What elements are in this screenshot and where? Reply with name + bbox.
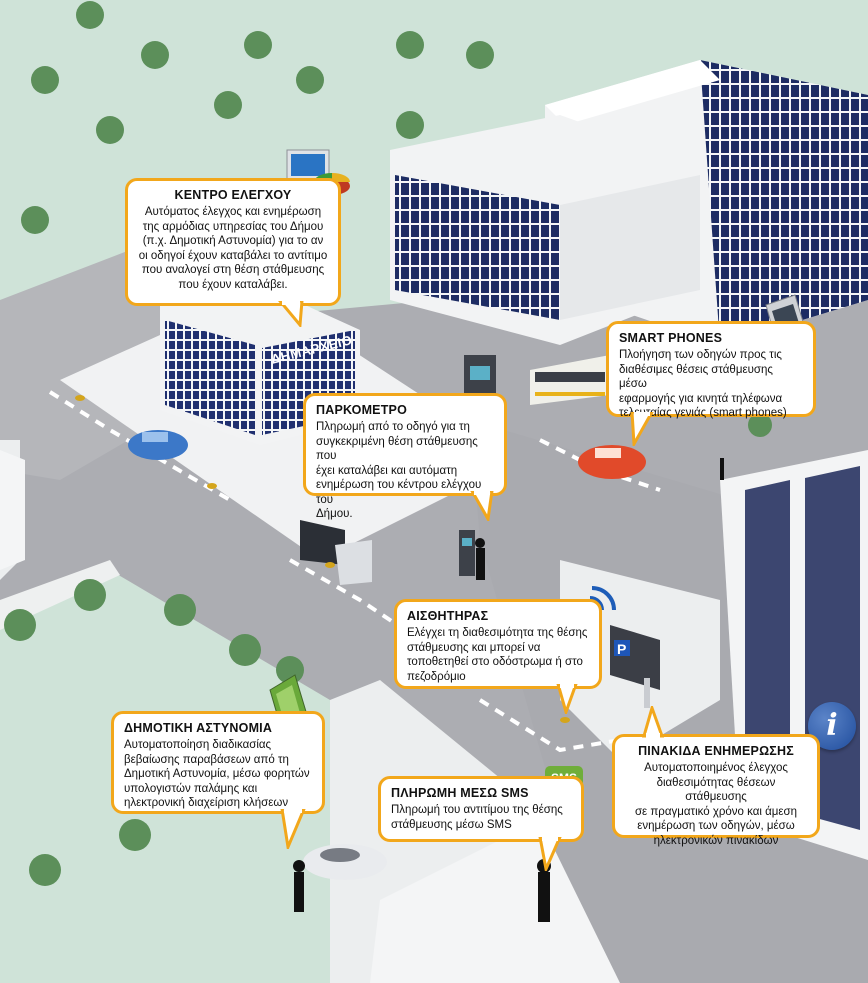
callout-title: ΚΕΝΤΡΟ ΕΛΕΓΧΟΥ xyxy=(174,188,292,202)
callout-line: Αυτόματος έλεγχος και ενημέρωση xyxy=(144,206,322,218)
callout-pointer xyxy=(278,301,304,327)
callout-line: οι οδηγοί έχουν καταβάλει το αντίτιμο xyxy=(138,249,328,262)
callout-title: ΠΙΝΑΚΙΔΑ ΕΝΗΜΕΡΩΣΗΣ xyxy=(638,744,794,758)
truck xyxy=(300,520,372,585)
bus xyxy=(530,355,610,405)
callout-line: τελευταίας γενιάς (smart phones) xyxy=(619,407,787,419)
callout-line: έχει καταλάβει και αυτόματη xyxy=(316,464,458,477)
callout-line: Πληρωμή του αντιτίμου της θέσης xyxy=(391,804,563,816)
callout-line: Αυτοματοποίηση διαδικασίας xyxy=(124,739,272,751)
callout-municipal-police: ΔΗΜΟΤΙΚΗ ΑΣΤΥΝΟΜΙΑ Αυτοματοποίηση διαδικ… xyxy=(111,711,325,814)
callout-line: Πληρωμή από το οδηγό για τη xyxy=(316,421,470,433)
callout-line: διαθέσιμες θέσεις στάθμευσης μέσω xyxy=(619,363,773,391)
callout-line: ενημέρωση του κέντρου ελέγχου του xyxy=(316,479,482,506)
callout-line: διαθεσιμότητας θέσεων στάθμευσης xyxy=(656,776,776,804)
svg-text:P: P xyxy=(617,641,626,657)
callout-line: ηλεκτρονικών πινακίδων xyxy=(653,834,779,847)
callout-line: σε πραγματικό χρόνο και άμεση xyxy=(634,805,798,818)
callout-pointer xyxy=(470,491,494,521)
callout-line: πεζοδρόμιο xyxy=(407,670,466,683)
callout-line: υπολογιστών παλάμης και xyxy=(124,782,258,795)
callout-pointer xyxy=(538,837,562,871)
white-convertible xyxy=(303,844,387,880)
callout-line: Δήμου. xyxy=(316,508,353,520)
callout-title: ΠΛΗΡΩΜΗ ΜΕΣΩ SMS xyxy=(391,786,529,800)
callout-line: στάθμευσης μέσω SMS xyxy=(391,818,512,831)
callout-line: βεβαίωσης παραβάσεων από τη xyxy=(124,753,289,766)
callout-line: που αναλογεί στη θέση στάθμευσης xyxy=(141,264,325,276)
callout-pointer xyxy=(280,809,306,849)
callout-title: ΑΙΣΘΗΤΗΡΑΣ xyxy=(407,609,489,623)
callout-line: Πλοήγηση των οδηγών προς τις xyxy=(619,349,782,361)
callout-pointer xyxy=(630,412,654,446)
blue-car xyxy=(128,430,188,460)
callout-line: συγκεκριμένη θέση στάθμευσης που xyxy=(316,435,478,463)
callout-line: ηλεκτρονική διαχείριση κλήσεων xyxy=(124,797,289,809)
callout-pointer xyxy=(642,706,665,738)
callout-line: που έχουν καταλάβει. xyxy=(178,278,288,291)
callout-parking-meter: ΠΑΡΚΟΜΕΤΡΟ Πληρωμή από το οδηγό για τη σ… xyxy=(303,393,507,520)
callout-title: ΠΑΡΚΟΜΕΤΡΟ xyxy=(316,403,408,417)
callout-line: στάθμευσης και μπορεί να xyxy=(407,641,541,654)
callout-smart-phones: SMART PHONES Πλοήγηση των οδηγών προς τι… xyxy=(606,321,816,419)
callout-title: ΔΗΜΟΤΙΚΗ ΑΣΤΥΝΟΜΙΑ xyxy=(124,721,273,735)
parking-info-display: P xyxy=(610,625,660,708)
trees xyxy=(4,1,772,886)
callout-control-center: ΚΕΝΤΡΟ ΕΛΕΓΧΟΥ Αυτόματος έλεγχος και ενη… xyxy=(125,178,341,306)
callout-line: Αυτοματοποιημένος έλεγχος xyxy=(644,762,788,774)
callout-sensor: ΑΙΣΘΗΤΗΡΑΣ Ελέγχει τη διαθεσιμότητα της … xyxy=(394,599,602,689)
callout-line: ενημέρωση των οδηγών, μέσω xyxy=(637,820,795,832)
callout-title: SMART PHONES xyxy=(619,331,723,345)
callout-line: Δημοτική Αστυνομία, μέσω φορητών xyxy=(124,768,310,780)
callout-pointer xyxy=(556,684,578,714)
callout-sms-payment: ΠΛΗΡΩΜΗ ΜΕΣΩ SMS Πληρωμή του αντιτίμου τ… xyxy=(378,776,584,842)
callout-line: εφαρμογής για κινητά τηλέφωνα xyxy=(619,392,783,405)
callout-line: Ελέγχει τη διαθεσιμότητα της θέσης xyxy=(407,627,588,639)
callout-line: της αρμόδιας υπηρεσίας του Δήμου xyxy=(142,220,324,233)
callout-line: τοποθετηθεί στο οδόστρωμα ή στο xyxy=(407,656,583,668)
callout-info-sign: ΠΙΝΑΚΙΔΑ ΕΝΗΜΕΡΩΣΗΣ Αυτοματοποιημένος έλ… xyxy=(612,734,820,847)
red-car xyxy=(578,445,646,479)
callout-line: (π.χ. Δημοτική Αστυνομία) για το αν xyxy=(142,235,324,247)
